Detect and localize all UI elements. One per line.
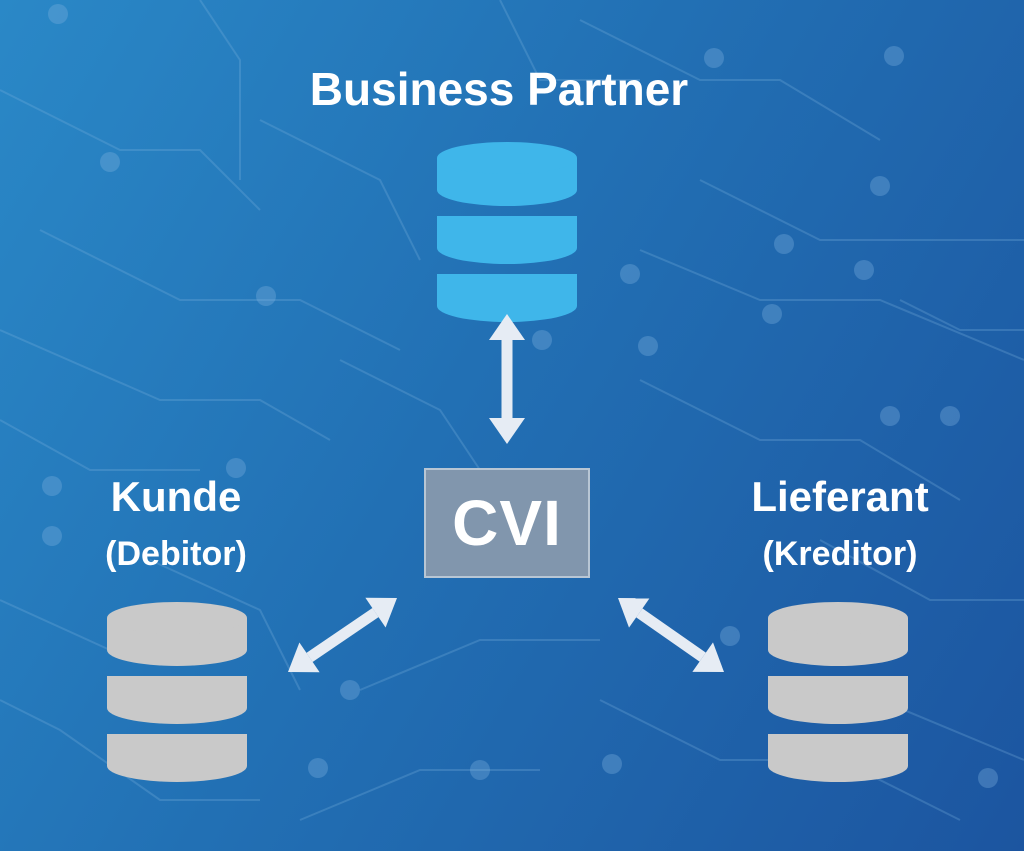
kunde-subtitle: (Debitor): [105, 535, 247, 573]
database-band: [107, 734, 247, 782]
circuit-nodes: [42, 4, 998, 788]
lieferant-database-icon: [768, 602, 908, 782]
database-top: [437, 142, 577, 174]
arrow-shaft: [636, 608, 706, 662]
arrow-head: [692, 642, 724, 672]
cvi-label: CVI: [452, 487, 562, 559]
arrow-head: [489, 314, 525, 340]
bidirectional-arrow-bp-cvi: [489, 314, 525, 444]
database-band: [768, 676, 908, 724]
kunde-database-icon: [107, 602, 247, 782]
arrow-head: [365, 597, 397, 628]
cvi-box: CVI: [424, 468, 590, 578]
arrow-head: [618, 598, 650, 628]
business-partner-title: Business Partner: [309, 63, 689, 115]
kunde-title: Kunde: [110, 473, 242, 520]
database-band: [437, 274, 577, 322]
lieferant-title: Lieferant: [751, 473, 929, 520]
database-band: [437, 216, 577, 264]
database-top: [107, 602, 247, 634]
database-band: [107, 676, 247, 724]
database-top: [768, 602, 908, 634]
arrow-head: [489, 418, 525, 444]
arrow-shaft: [306, 608, 379, 662]
arrow-head: [288, 642, 320, 673]
lieferant-subtitle: (Kreditor): [762, 535, 918, 573]
bidirectional-arrow-kunde-cvi: [288, 597, 397, 673]
bidirectional-arrow-lieferant-cvi: [618, 598, 724, 672]
business-partner-database-icon: [437, 142, 577, 322]
database-band: [768, 734, 908, 782]
